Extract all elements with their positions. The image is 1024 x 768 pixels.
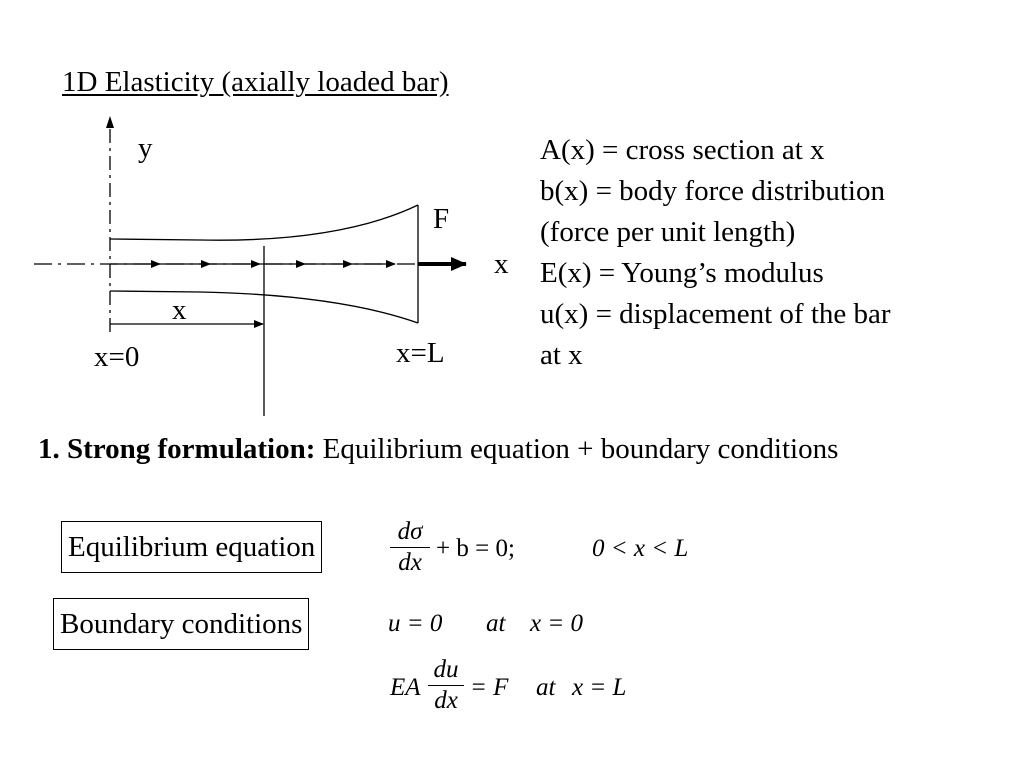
bc2-rest: = F: [470, 674, 509, 701]
bc2-where: x = L: [572, 674, 627, 701]
boundary-box: Boundary conditions: [53, 598, 310, 650]
distance-label: x: [172, 294, 187, 326]
strong-formulation: 1. Strong formulation: Equilibrium equat…: [38, 429, 998, 470]
definition-line: A(x) = cross section at x: [540, 134, 825, 166]
definition-line: b(x) = body force distribution: [540, 175, 885, 207]
bc1-equation: u = 0: [388, 610, 443, 637]
fraction-bar: [390, 547, 430, 548]
bar-bottom-edge: [109, 290, 419, 324]
strong-formulation-heading: 1. Strong formulation:: [38, 433, 316, 465]
definition-line: (force per unit length): [540, 216, 796, 248]
x0-label: x=0: [94, 341, 140, 373]
page-title: 1D Elasticity (axially loaded bar): [62, 66, 449, 98]
force-label: F: [433, 203, 450, 235]
fraction-numerator: du: [433, 656, 459, 683]
x-axis-label: x: [494, 248, 509, 280]
fraction-bar: [428, 685, 464, 686]
definition-line: E(x) = Young’s modulus: [540, 257, 824, 289]
equilibrium-box: Equilibrium equation: [61, 521, 323, 573]
fraction-numerator: dσ: [397, 518, 423, 545]
xL-label: x=L: [396, 337, 445, 369]
definition-line: u(x) = displacement of the bar: [540, 298, 891, 330]
definition-line: at x: [540, 339, 583, 371]
y-axis-label: y: [138, 132, 153, 164]
strong-formulation-text: Equilibrium equation + boundary conditio…: [315, 433, 839, 465]
equilibrium-fraction: dσ dx: [390, 519, 430, 576]
bc2-at: at: [536, 674, 556, 701]
bar-top-edge: [109, 204, 419, 241]
y-axis-arrowhead: [106, 116, 114, 128]
equilibrium-range: 0 < x < L: [592, 535, 689, 562]
definitions-list: A(x) = cross section at x b(x) = body fo…: [540, 130, 891, 376]
fraction-denominator: dx: [434, 687, 458, 714]
bc2-fraction: du dx: [428, 657, 464, 714]
equilibrium-rest: + b = 0;: [436, 535, 515, 562]
bc2-lhs: EA: [390, 674, 421, 701]
bc1-at: at: [486, 610, 506, 637]
bc1-where: x = 0: [530, 610, 583, 637]
fraction-denominator: dx: [398, 549, 422, 576]
